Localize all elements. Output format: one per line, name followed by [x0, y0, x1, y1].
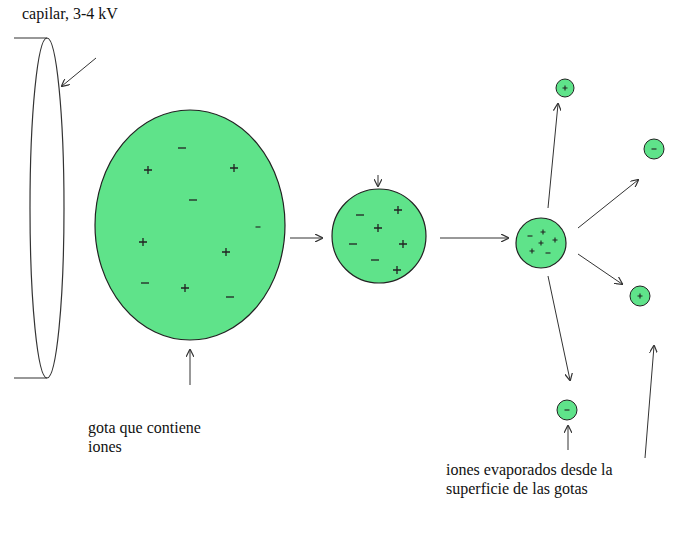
leader-arrow: [190, 350, 191, 385]
pointer-arrow: [378, 175, 379, 186]
large-droplet: [95, 110, 285, 340]
medium-droplet: [332, 189, 426, 283]
leader-arrow: [568, 426, 569, 450]
leader-arrow: [62, 58, 96, 86]
capillary: [14, 38, 64, 378]
label-text: capilar, 3-4 kV: [22, 4, 202, 23]
ejection-arrows: [548, 104, 638, 380]
flow-arrow: [440, 238, 508, 239]
leader-arrow: [645, 346, 654, 458]
small-droplet: [516, 218, 566, 268]
label-text: iones evaporados desde la superficie de …: [446, 460, 618, 498]
flow-arrow: [290, 238, 322, 239]
ion: [556, 79, 664, 420]
label-text: gota que contiene iones: [88, 418, 228, 456]
